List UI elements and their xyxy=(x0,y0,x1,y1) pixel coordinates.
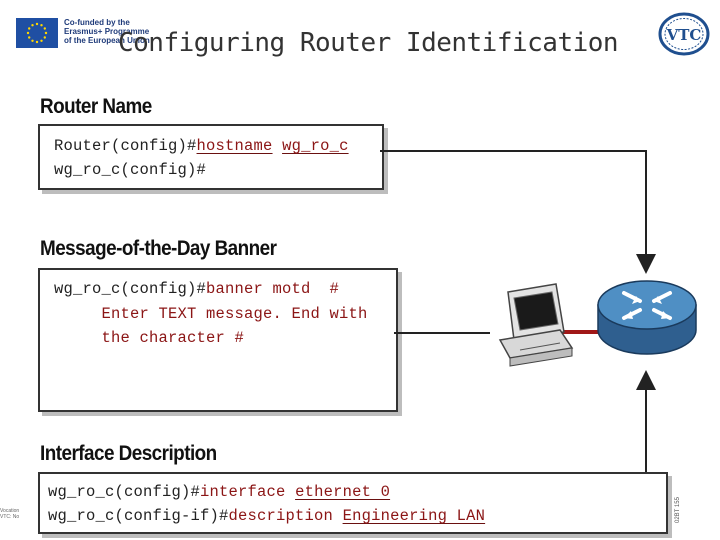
vtc-logo-icon: VTC xyxy=(658,12,710,56)
router-icon xyxy=(597,280,697,355)
footer-line: Vocation xyxy=(0,508,20,514)
cli-prompt: wg_ro_c(config-if)# xyxy=(48,507,229,525)
code-line: wg_ro_c(config)#banner motd # xyxy=(54,280,339,298)
cli-argument: ethernet 0 xyxy=(295,483,391,501)
code-line: wg_ro_c(config)#interface ethernet 0 xyxy=(48,483,390,501)
interface-heading: Interface Description xyxy=(40,442,217,465)
cli-command: banner motd # xyxy=(206,280,340,298)
cli-command: interface xyxy=(200,483,286,501)
eu-flag-icon xyxy=(16,18,58,48)
interface-code-box: wg_ro_c(config)#interface ethernet 0 wg_… xyxy=(38,472,668,534)
vtc-logo-text: VTC xyxy=(666,26,702,44)
motd-code-box: wg_ro_c(config)#banner motd # Enter TEXT… xyxy=(38,268,398,412)
eu-text-line: Co-funded by the xyxy=(64,18,130,27)
cli-command: description xyxy=(228,507,334,525)
eu-text-line: Erasmus+ Programme xyxy=(64,27,150,36)
code-line: Router(config)#hostname wg_ro_c xyxy=(54,137,349,155)
side-mark: 02BT 155 xyxy=(672,478,682,528)
motd-heading: Message-of-the-Day Banner xyxy=(40,237,277,260)
cli-prompt: Router(config)# xyxy=(54,137,197,155)
cli-command: hostname xyxy=(196,137,273,155)
arrow-icon xyxy=(380,150,656,274)
code-line: wg_ro_c(config)# xyxy=(54,161,207,179)
pc-icon xyxy=(498,283,574,367)
footer-text: Vocation VTC: No xyxy=(0,500,40,530)
cli-prompt: wg_ro_c(config)# xyxy=(48,483,201,501)
router-name-heading: Router Name xyxy=(40,95,152,118)
code-line: wg_ro_c(config-if)#description Engineeri… xyxy=(48,507,485,525)
slide-title: Configuring Router Identification xyxy=(118,28,619,58)
eu-text-line: of the European Union xyxy=(64,36,150,45)
side-mark-text: 02BT 155 xyxy=(675,497,681,523)
cli-prompt: wg_ro_c(config)# xyxy=(54,280,207,298)
cli-argument: wg_ro_c xyxy=(282,137,349,155)
eu-funding-text: Co-funded by the Erasmus+ Programme of t… xyxy=(64,18,184,45)
footer-line: VTC: No xyxy=(0,514,20,520)
code-line: the character # xyxy=(54,329,245,347)
cli-argument: Engineering LAN xyxy=(342,507,486,525)
code-line: Enter TEXT message. End with xyxy=(54,305,368,323)
router-name-code-box: Router(config)#hostname wg_ro_c wg_ro_c(… xyxy=(38,124,384,190)
